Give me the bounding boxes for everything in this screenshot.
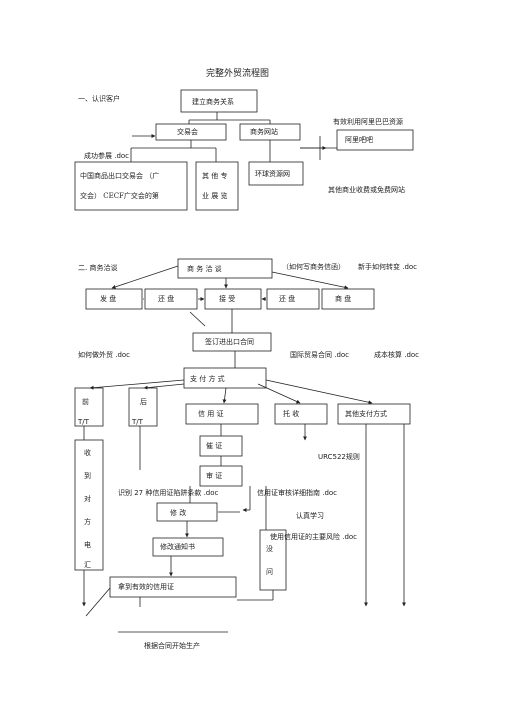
business-site-label: 商务网站 [250,128,278,136]
other-expo-line1: 其 他 专 [202,172,228,180]
how-trade-doc-link[interactable]: 如何做外贸 .doc [78,351,131,359]
review-lc-label: 审 证 [206,472,223,480]
modify-notice-label: 修改通知书 [160,543,195,551]
no-problem-line1: 没 [266,545,273,553]
urc-label: URC522规则 [318,453,360,461]
build-relation-label: 建立商务关系 [192,98,234,106]
tt-after-line1: 后 [140,398,147,406]
trade-fair-label: 交易会 [177,128,198,136]
box-china-fair [74,161,188,211]
receive-char-6: 汇 [84,561,91,569]
other-expo-line2: 业 展 览 [202,192,228,200]
box-collection [274,403,328,425]
box-counter [144,288,198,310]
box-offer [85,288,143,310]
valid-lc-label: 拿到有效的信用证 [118,583,174,591]
study-label: 认真学习 [296,512,324,520]
negotiation-label: 商 务 洽 谈 [187,265,222,273]
success-doc-link[interactable]: 成功参展 .doc [84,152,130,160]
receive-char-3: 对 [84,495,91,503]
tt-after-line2: T/T [132,418,143,426]
modify-label: 修 改 [170,509,187,517]
sign-contract-label: 签订进出口合同 [205,338,254,346]
section1-heading: 一、认识客户 [78,95,120,103]
receive-char-5: 电 [84,541,91,549]
lc-risk-doc-link[interactable]: 使用信用证的主要风险 .doc [270,533,358,541]
counter2-label: 还 盘 [279,295,296,303]
box-accept [204,288,262,310]
box-valid-lc [109,576,237,598]
alibaba-label: 阿里吧吧 [345,136,373,144]
offer-label: 发 盘 [100,295,117,303]
tt-before-line2: T/T [78,418,89,426]
collection-label: 托 收 [283,410,300,418]
novice-doc-link[interactable]: 新手如何转变 .doc [358,263,418,271]
produce-label: 根据合同开始生产 [144,642,200,650]
urge-lc-label: 催 证 [206,442,223,450]
box-counter2 [266,288,320,310]
box-build-relation [180,89,258,113]
box-negotiation [177,258,273,279]
review-guide-doc-link[interactable]: 信用证审核详细指南 .doc [257,489,338,497]
other-pay-label: 其他支付方式 [345,410,387,418]
receive-char-1: 收 [84,449,91,457]
use-alibaba-label: 有效利用阿里巴巴资源 [333,118,403,126]
china-fair-line1: 中国商品出口交易会 （广 [80,172,160,180]
box-tt-after [128,387,158,427]
cost-calc-doc-link[interactable]: 成本核算 .doc [374,351,420,359]
global-sources-label: 环球资源网 [255,170,290,178]
receive-char-2: 到 [84,472,91,480]
counter-label: 还 盘 [158,295,175,303]
accept-label: 接 受 [219,295,236,303]
box-tt-before [74,387,104,427]
box-global-sources [248,161,304,186]
box-lc [185,403,259,425]
box-alibaba [336,129,414,151]
page-title: 完整外贸流程图 [206,69,270,79]
box-receive-telegram [74,439,104,571]
box-other-expo [195,161,239,211]
how-write-letters: （如何写商务信函） [282,263,345,271]
intl-contract-doc-link[interactable]: 国际贸易合同 .doc [290,351,350,359]
china-fair-line2: 交会） CECF广交会的第 [80,192,159,200]
box-other-pay [337,403,411,425]
bargain-label: 商 盘 [335,295,352,303]
box-modify-notice [152,537,224,557]
box-payment-methods [183,367,267,389]
lc-label: 信 用 证 [198,410,224,418]
section2-heading: 二. 商务洽谈 [78,264,118,272]
other-sites-label: 其他商业收费或免费网站 [328,186,405,194]
no-problem-line2: 问 [266,568,273,576]
identify-traps-doc-link[interactable]: 识别 27 种信用证陷阱条款 .doc [118,489,219,497]
payment-methods-label: 支 付 方 式 [190,375,225,383]
receive-char-4: 方 [84,518,91,526]
tt-before-line1: 前 [82,398,89,406]
box-modify [156,502,218,522]
